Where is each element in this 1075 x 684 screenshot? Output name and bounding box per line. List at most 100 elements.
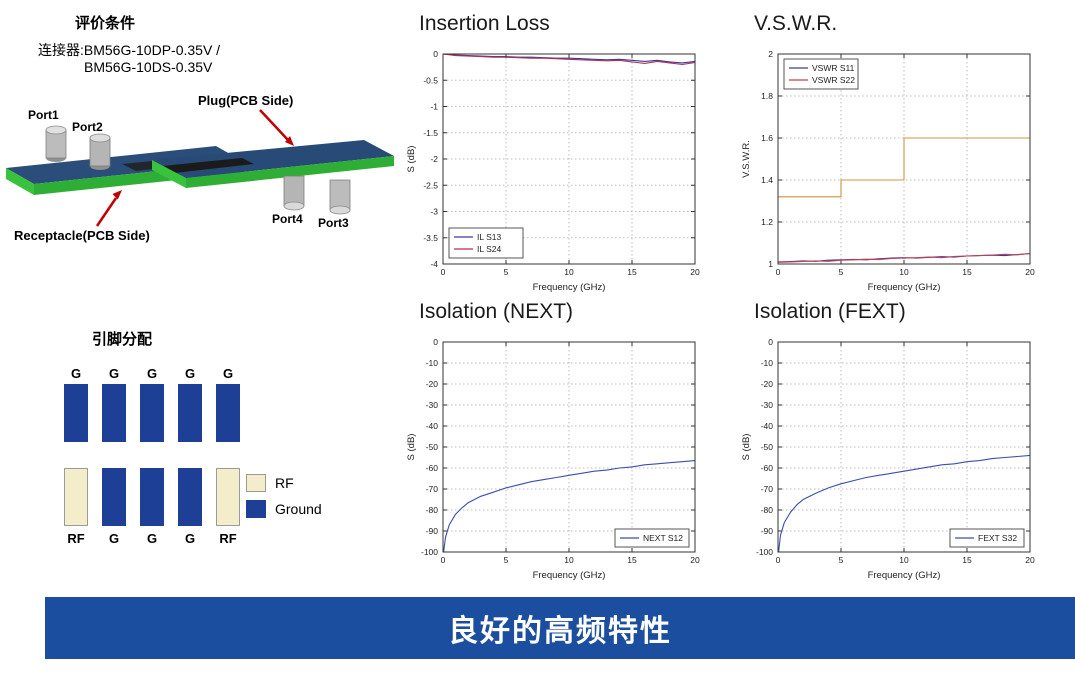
svg-text:10: 10 bbox=[564, 555, 574, 565]
svg-text:-0.5: -0.5 bbox=[423, 75, 438, 85]
conclusion-banner: 良好的高频特性 bbox=[45, 597, 1075, 659]
svg-text:20: 20 bbox=[690, 555, 700, 565]
pin-label: G bbox=[184, 531, 196, 546]
rf-swatch bbox=[246, 474, 266, 492]
svg-text:-20: -20 bbox=[761, 379, 774, 389]
pin-ground bbox=[178, 384, 202, 442]
svg-text:-3: -3 bbox=[430, 207, 438, 217]
svg-text:10: 10 bbox=[899, 555, 909, 565]
ground-legend-label: Ground bbox=[275, 501, 322, 517]
svg-text:-50: -50 bbox=[426, 442, 439, 452]
svg-text:5: 5 bbox=[504, 555, 509, 565]
svg-text:-100: -100 bbox=[756, 547, 773, 557]
svg-text:-3.5: -3.5 bbox=[423, 233, 438, 243]
svg-text:V.S.W.R.: V.S.W.R. bbox=[741, 140, 752, 178]
port4-label: Port4 bbox=[272, 212, 303, 226]
pin-ground bbox=[140, 468, 164, 526]
ground-swatch bbox=[246, 500, 266, 518]
pin-ground bbox=[216, 384, 240, 442]
svg-text:-30: -30 bbox=[426, 400, 439, 410]
svg-text:15: 15 bbox=[962, 267, 972, 277]
svg-text:0: 0 bbox=[776, 555, 781, 565]
svg-text:-10: -10 bbox=[761, 358, 774, 368]
svg-text:20: 20 bbox=[1025, 555, 1035, 565]
svg-text:15: 15 bbox=[627, 267, 637, 277]
port3-label: Port3 bbox=[318, 216, 349, 230]
svg-text:-50: -50 bbox=[761, 442, 774, 452]
svg-text:0: 0 bbox=[441, 555, 446, 565]
svg-text:VSWR S22: VSWR S22 bbox=[812, 75, 855, 85]
svg-text:0: 0 bbox=[768, 337, 773, 347]
svg-text:-1.5: -1.5 bbox=[423, 128, 438, 138]
pin-ground bbox=[178, 468, 202, 526]
pin-label: G bbox=[146, 366, 158, 381]
pin-ground bbox=[102, 384, 126, 442]
svg-text:-10: -10 bbox=[426, 358, 439, 368]
pin-label: RF bbox=[219, 531, 237, 546]
svg-text:2: 2 bbox=[768, 49, 773, 59]
legend-ground: Ground bbox=[246, 500, 322, 518]
receptacle-label: Receptacle(PCB Side) bbox=[14, 228, 150, 243]
pin-assignment-diagram: G G G G G RF G G G RF bbox=[64, 366, 240, 546]
svg-text:-80: -80 bbox=[761, 505, 774, 515]
svg-text:-30: -30 bbox=[761, 400, 774, 410]
pin-rf bbox=[216, 468, 240, 526]
svg-text:NEXT S12: NEXT S12 bbox=[643, 533, 683, 543]
pin-legend: RF Ground bbox=[246, 474, 322, 518]
connector-model-line2: BM56G-10DS-0.35V bbox=[84, 59, 213, 75]
svg-text:-2.5: -2.5 bbox=[423, 180, 438, 190]
svg-text:-4: -4 bbox=[430, 259, 438, 269]
svg-text:1.2: 1.2 bbox=[761, 217, 773, 227]
svg-text:-100: -100 bbox=[421, 547, 438, 557]
svg-text:15: 15 bbox=[962, 555, 972, 565]
pin-top-labels: G G G G G bbox=[64, 366, 240, 381]
svg-text:Frequency (GHz): Frequency (GHz) bbox=[868, 282, 941, 293]
svg-text:1.4: 1.4 bbox=[761, 175, 773, 185]
svg-text:5: 5 bbox=[504, 267, 509, 277]
chart-title-isolation-next: Isolation (NEXT) bbox=[419, 300, 574, 323]
legend-rf: RF bbox=[246, 474, 322, 492]
svg-text:0: 0 bbox=[433, 337, 438, 347]
chart-title-isolation-fext: Isolation (FEXT) bbox=[754, 300, 906, 323]
svg-text:VSWR S11: VSWR S11 bbox=[812, 63, 855, 73]
svg-text:-1: -1 bbox=[430, 102, 438, 112]
svg-text:0: 0 bbox=[441, 267, 446, 277]
svg-text:-40: -40 bbox=[761, 421, 774, 431]
svg-text:0: 0 bbox=[433, 49, 438, 59]
pin-row-top bbox=[64, 384, 240, 442]
port1-label: Port1 bbox=[28, 108, 59, 122]
svg-text:-20: -20 bbox=[426, 379, 439, 389]
svg-text:5: 5 bbox=[839, 267, 844, 277]
svg-text:-70: -70 bbox=[761, 484, 774, 494]
pin-label: G bbox=[184, 366, 196, 381]
connector-illustration: Port1 Port2 Plug(PCB Side) Port4 Port3 R… bbox=[2, 84, 400, 256]
svg-text:20: 20 bbox=[1025, 267, 1035, 277]
svg-text:-80: -80 bbox=[426, 505, 439, 515]
svg-text:-40: -40 bbox=[426, 421, 439, 431]
svg-text:1.8: 1.8 bbox=[761, 91, 773, 101]
svg-text:1: 1 bbox=[768, 259, 773, 269]
svg-text:-90: -90 bbox=[426, 526, 439, 536]
pin-row-bottom bbox=[64, 468, 240, 526]
svg-text:10: 10 bbox=[899, 267, 909, 277]
svg-text:Frequency (GHz): Frequency (GHz) bbox=[533, 282, 606, 293]
svg-text:-2: -2 bbox=[430, 154, 438, 164]
pin-ground bbox=[64, 384, 88, 442]
svg-text:IL S13: IL S13 bbox=[477, 232, 502, 242]
svg-text:S (dB): S (dB) bbox=[406, 146, 417, 173]
svg-text:10: 10 bbox=[564, 267, 574, 277]
plug-label: Plug(PCB Side) bbox=[198, 93, 294, 108]
pin-bottom-labels: RF G G G RF bbox=[64, 531, 240, 546]
svg-text:IL S24: IL S24 bbox=[477, 244, 502, 254]
chart-title-vswr: V.S.W.R. bbox=[754, 12, 838, 35]
svg-text:-60: -60 bbox=[761, 463, 774, 473]
